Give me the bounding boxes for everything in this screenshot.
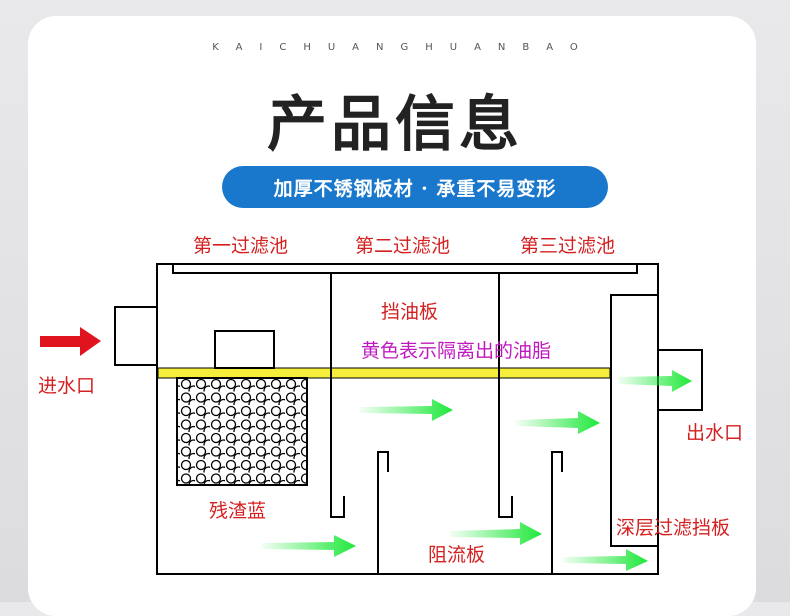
flow-arrow-icon	[262, 535, 356, 557]
oil-baffle-2	[498, 273, 513, 518]
label-stage1: 第一过滤池	[193, 235, 288, 257]
flow-arrow-icon	[450, 522, 542, 545]
label-stage2: 第二过滤池	[355, 235, 450, 257]
label-oil-note: 黄色表示隔离出的油脂	[361, 340, 551, 362]
label-inlet: 进水口	[38, 375, 95, 397]
inlet-pipe	[114, 306, 158, 366]
flow-arrow-icon	[360, 399, 453, 421]
flow-arrow-icon	[563, 549, 648, 571]
basket-handle	[214, 330, 275, 369]
label-basket: 残渣蓝	[209, 500, 266, 522]
label-outlet: 出水口	[686, 422, 743, 444]
flow-arrow-icon	[516, 411, 600, 434]
page-title: 产品信息	[267, 90, 523, 160]
label-stage3: 第三过滤池	[520, 235, 615, 257]
flow-arrow-icon	[618, 370, 692, 392]
subtitle-badge: 加厚不锈钢板材 · 承重不易变形	[222, 166, 608, 208]
tank-lid	[172, 264, 638, 274]
label-oil-baffle: 挡油板	[381, 301, 438, 323]
oil-baffle-1	[330, 273, 345, 518]
label-flow-baffle: 阻流板	[428, 544, 485, 566]
residue-basket	[176, 377, 308, 486]
oil-layer	[157, 367, 611, 379]
pinyin-header: KAICHUANGHUANBAO	[212, 42, 595, 53]
flow-baffle-1	[377, 451, 389, 574]
flow-baffle-2	[551, 451, 563, 574]
label-deep-baffle: 深层过滤挡板	[616, 517, 730, 539]
deep-filter-baffle	[610, 294, 659, 547]
inlet-arrow-icon	[40, 327, 101, 356]
grease-trap-diagram: 第一过滤池 第二过滤池 第三过滤池 挡油板 黄色表示隔离出的油脂 进水口 出水口…	[38, 235, 743, 575]
